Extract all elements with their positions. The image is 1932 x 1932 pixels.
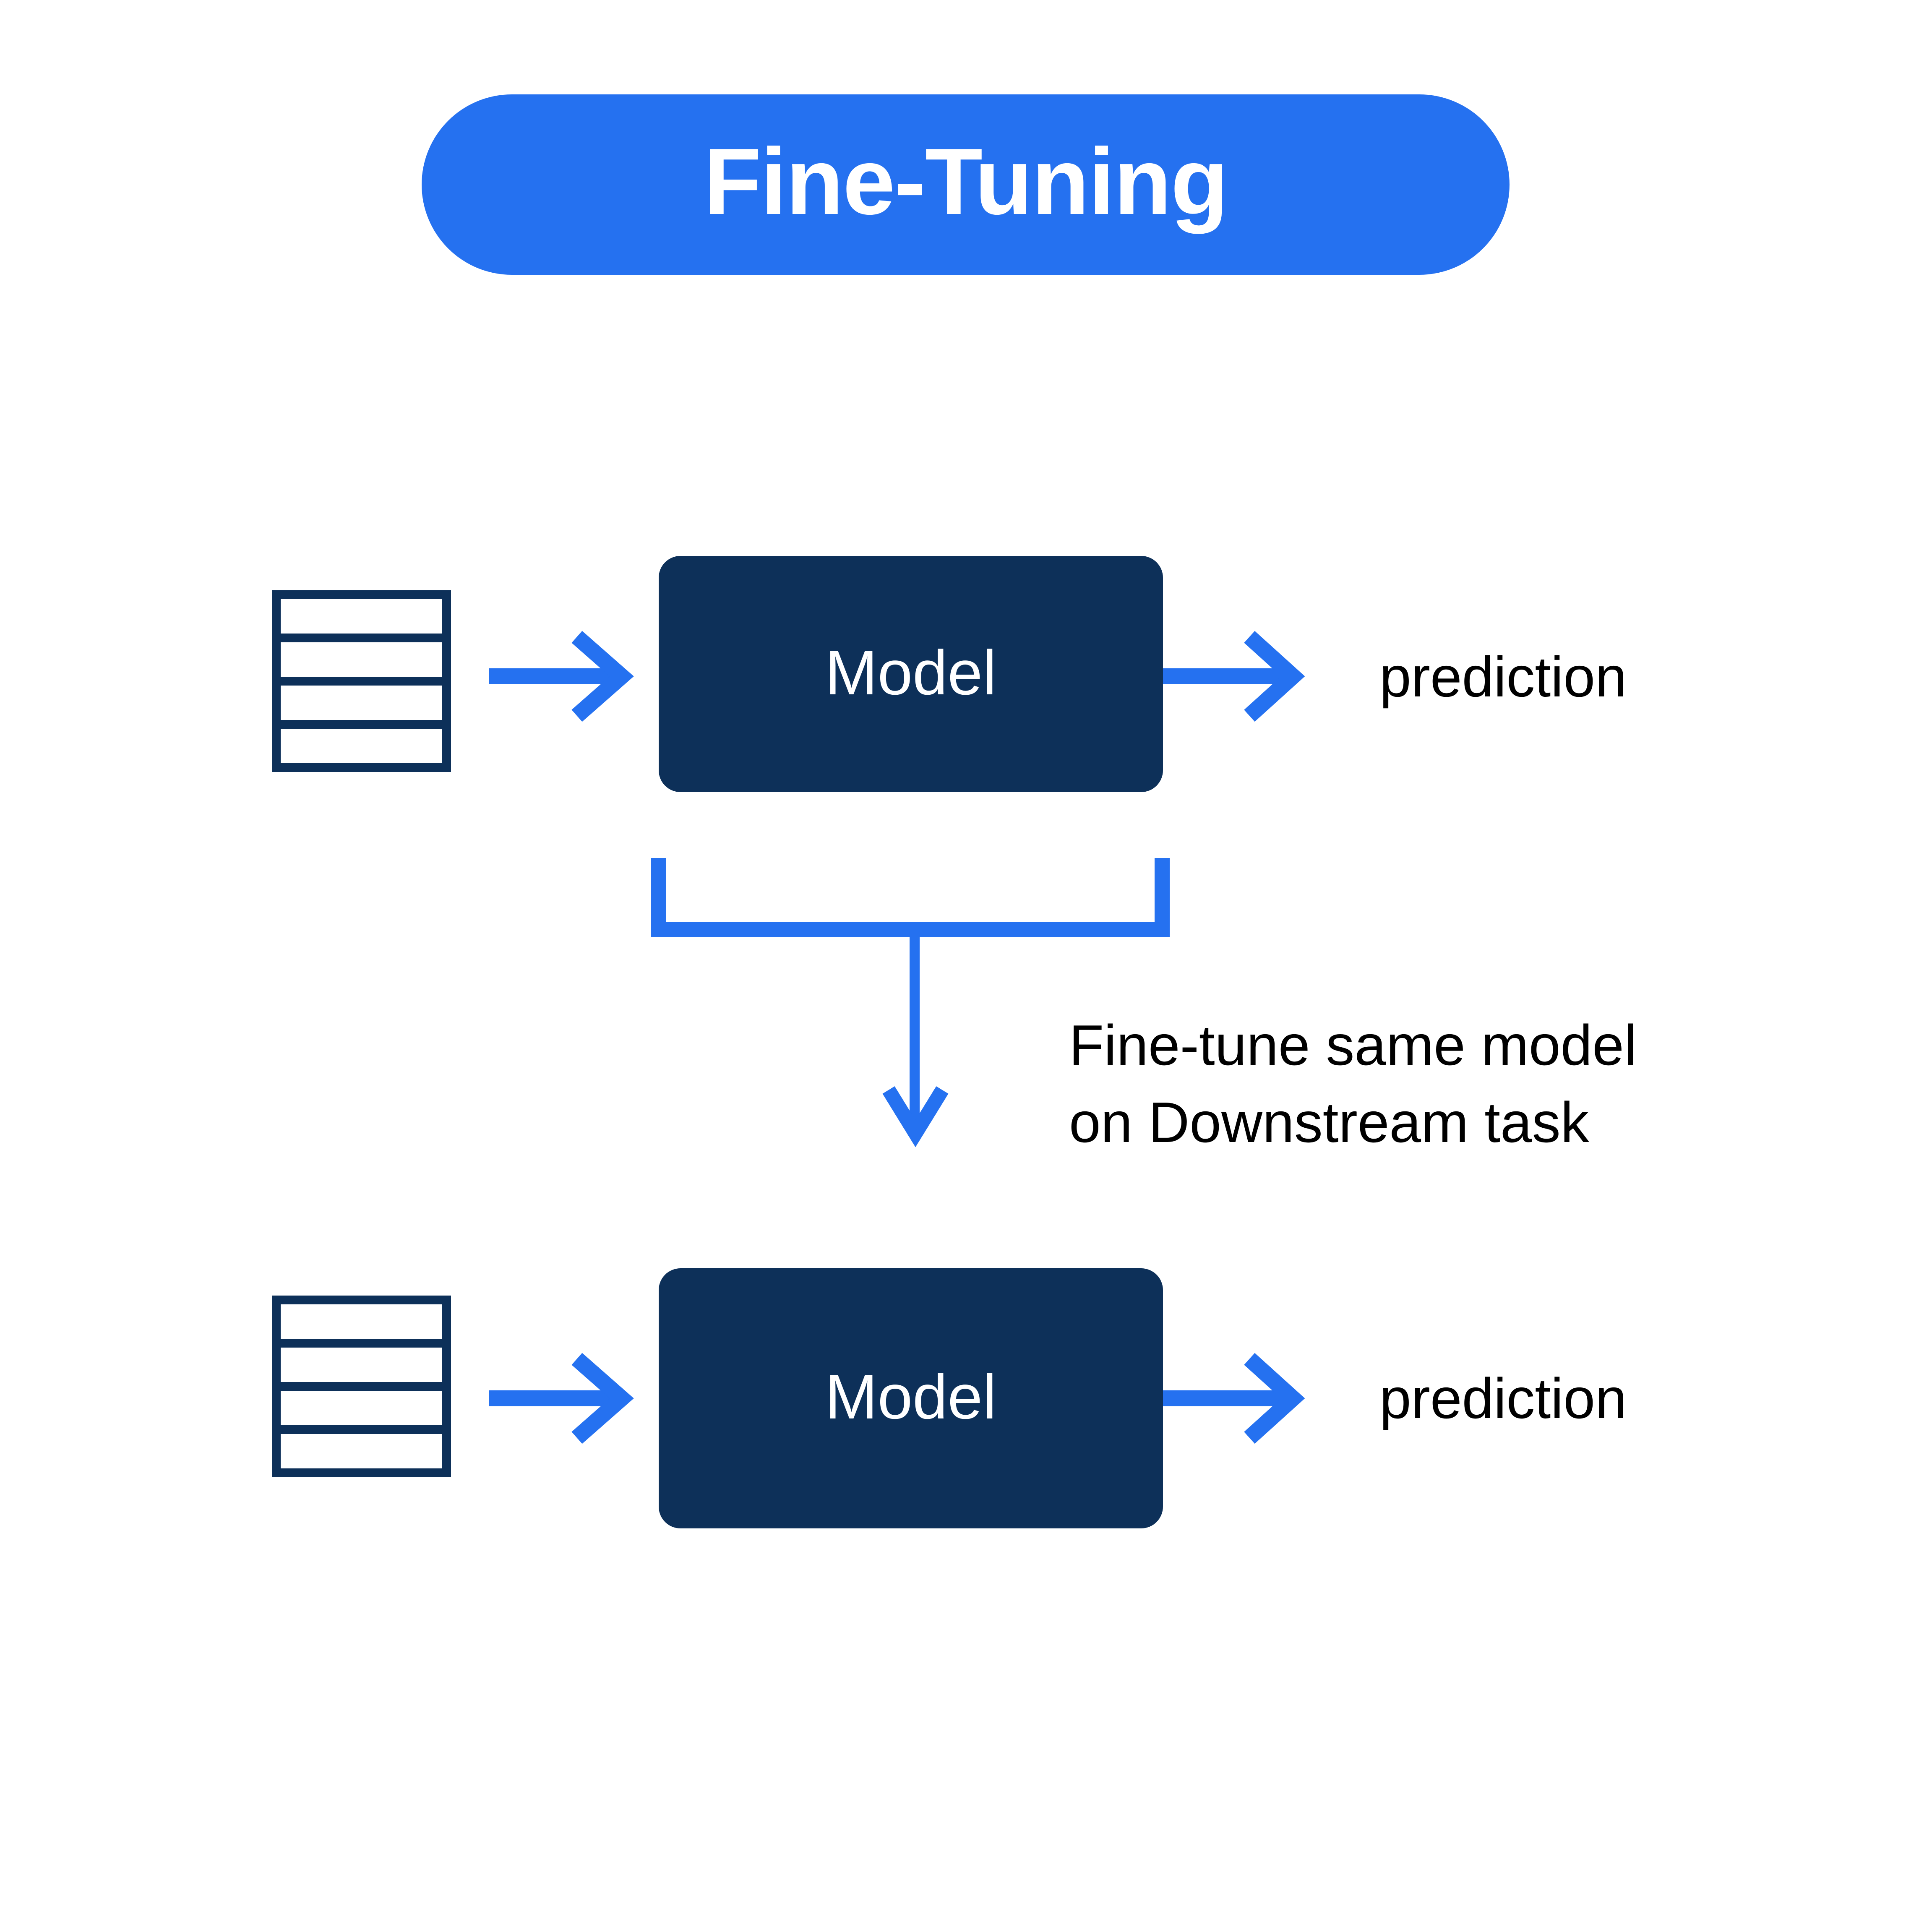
table-divider <box>281 1382 442 1391</box>
model-box-1: Model <box>659 556 1163 792</box>
prediction-label-2: prediction <box>1379 1366 1627 1430</box>
model-box-label-2: Model <box>825 1361 997 1432</box>
page-title: Fine-Tuning <box>704 128 1228 234</box>
model-box-label-1: Model <box>825 637 997 708</box>
transfer-caption-line-2: on Downstream task <box>1069 1090 1589 1154</box>
table-row <box>281 729 442 763</box>
table-row <box>281 1391 442 1425</box>
dataset-table-icon-2 <box>272 1296 451 1477</box>
table-divider <box>281 720 442 729</box>
arrow-right-icon-output-1 <box>1163 631 1305 722</box>
arrow-right-icon-input-1 <box>489 631 634 722</box>
table-divider <box>281 634 442 642</box>
transfer-caption: Fine-tune same model on Downstream task <box>1069 1007 1637 1161</box>
table-row <box>281 642 442 677</box>
table-row <box>281 1434 442 1468</box>
dataset-table-icon-1 <box>272 590 451 772</box>
table-row <box>281 1348 442 1382</box>
arrow-right-icon-input-2 <box>489 1353 634 1444</box>
prediction-label-1: prediction <box>1379 645 1627 709</box>
table-row <box>281 686 442 720</box>
transfer-caption-line-1: Fine-tune same model <box>1069 1013 1637 1077</box>
table-divider <box>281 1339 442 1348</box>
title-pill: Fine-Tuning <box>422 94 1510 275</box>
table-divider <box>281 677 442 686</box>
model-box-2: Model <box>659 1268 1163 1528</box>
arrow-right-icon-output-2 <box>1163 1353 1305 1444</box>
table-row <box>281 599 442 634</box>
table-divider <box>281 1425 442 1434</box>
table-row <box>281 1304 442 1339</box>
